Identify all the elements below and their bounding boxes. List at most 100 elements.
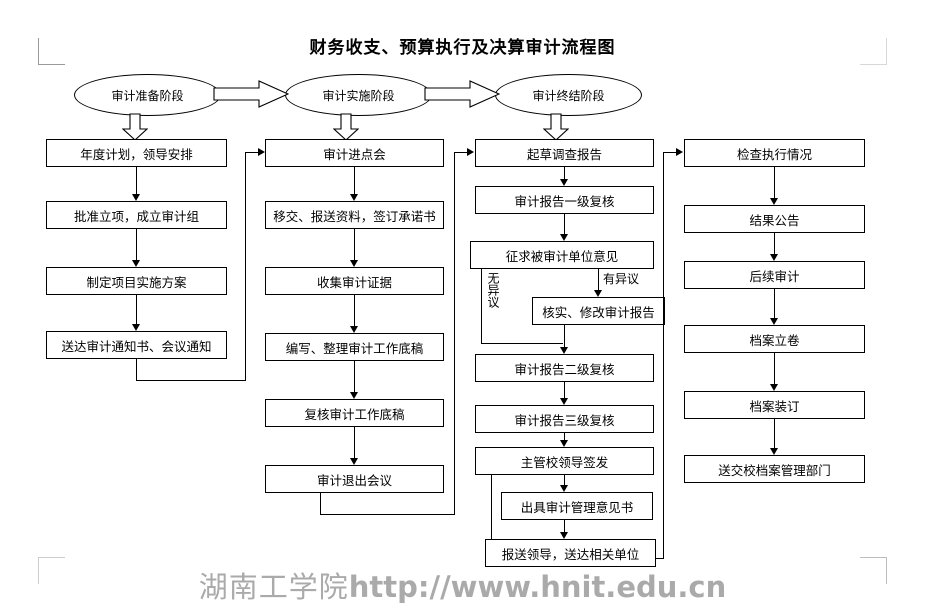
step-write-workpaper: 编写、整理审计工作底稿 bbox=[265, 333, 444, 361]
arrowhead-c3-6 bbox=[560, 532, 568, 539]
block-arrow-implement-down bbox=[332, 113, 360, 145]
arrowhead-c4-5 bbox=[770, 448, 778, 455]
step-review-level2-label: 审计报告二级复核 bbox=[514, 361, 615, 377]
step-verify-revise-label: 核实、修改审计报告 bbox=[542, 304, 655, 320]
page-corner-mark-bottom-right bbox=[860, 557, 887, 584]
arrowhead-c2-to-c3 bbox=[467, 148, 474, 156]
connector-c3-4 bbox=[564, 433, 565, 440]
arrowhead-c3-4 bbox=[560, 440, 568, 447]
block-arrow-conclude-down bbox=[542, 113, 570, 145]
connector-c3-3 bbox=[564, 382, 565, 398]
step-collect-evidence: 收集审计证据 bbox=[265, 267, 444, 295]
edge-label-has-objection: 有异议 bbox=[603, 272, 640, 286]
arrowhead-c4-1 bbox=[770, 198, 778, 205]
step-issue-opinion-label: 出具审计管理意见书 bbox=[520, 499, 634, 515]
step-followup-audit-label: 后续审计 bbox=[749, 268, 800, 284]
step-report-deliver: 报送领导，送达相关单位 bbox=[485, 539, 656, 567]
stage-node-implement: 审计实施阶段 bbox=[285, 74, 432, 116]
arrowhead-c4-2 bbox=[770, 254, 778, 261]
step-publish-result: 结果公告 bbox=[684, 205, 865, 233]
arrowhead-c3-1 bbox=[560, 179, 568, 186]
block-arrow-implement-to-conclude bbox=[424, 80, 501, 112]
step-write-workpaper-label: 编写、整理审计工作底稿 bbox=[285, 340, 424, 356]
step-bind-archive: 档案装订 bbox=[684, 391, 865, 419]
step-draft-report: 起草调查报告 bbox=[475, 139, 654, 167]
arrowhead-c1-2 bbox=[132, 260, 140, 267]
arrowhead-verify-down bbox=[560, 347, 568, 354]
connector-c3-1 bbox=[564, 167, 565, 179]
watermark-institution: 湖南工学院 bbox=[198, 570, 349, 604]
step-annual-plan-label: 年度计划，领导安排 bbox=[80, 146, 193, 162]
step-review-level3-label: 审计报告三级复核 bbox=[514, 412, 615, 428]
watermark: 湖南工学院http://www.hnit.edu.cn bbox=[0, 564, 925, 606]
step-verify-revise: 核实、修改审计报告 bbox=[532, 297, 665, 325]
connector-c3-6 bbox=[564, 520, 565, 532]
step-review-level1-label: 审计报告一级复核 bbox=[514, 193, 615, 209]
page-corner-mark-top-right bbox=[860, 38, 887, 65]
step-send-notice: 送达审计通知书、会议通知 bbox=[46, 331, 227, 359]
connector-c4-3 bbox=[774, 289, 775, 318]
connector-c3-2 bbox=[564, 214, 565, 234]
stage-node-conclude: 审计终结阶段 bbox=[495, 74, 642, 116]
step-solicit-opinion: 征求被审计单位意见 bbox=[470, 241, 654, 269]
step-publish-result-label: 结果公告 bbox=[749, 212, 800, 228]
page-title: 财务收支、预算执行及决算审计流程图 bbox=[309, 38, 616, 58]
connector-c2-to-c3-in bbox=[454, 152, 468, 153]
arrowhead-c2-3 bbox=[350, 326, 358, 333]
step-submit-materials-label: 移交、报送资料，签订承诺书 bbox=[273, 208, 436, 224]
step-make-plan-label: 制定项目实施方案 bbox=[86, 274, 187, 290]
arrowhead-c3-to-c4 bbox=[676, 148, 683, 156]
connector-c4-4 bbox=[774, 353, 775, 384]
connector-c2-3 bbox=[354, 295, 355, 326]
arrowhead-c4-4 bbox=[770, 384, 778, 391]
arrowhead-c2-4 bbox=[350, 392, 358, 399]
step-draft-report-label: 起草调查报告 bbox=[526, 146, 602, 162]
connector-c1-1 bbox=[136, 167, 137, 194]
arrowhead-c1-1 bbox=[132, 194, 140, 201]
step-check-execution: 检查执行情况 bbox=[684, 139, 865, 167]
step-collect-evidence-label: 收集审计证据 bbox=[316, 274, 392, 290]
step-review-level1: 审计报告一级复核 bbox=[475, 186, 654, 214]
arrowhead-c3-3 bbox=[560, 398, 568, 405]
connector-c1-2 bbox=[136, 229, 137, 260]
connector-c1-to-c2-right bbox=[136, 380, 246, 381]
block-arrow-prepare-down bbox=[121, 113, 149, 145]
connector-c2-to-c3-down bbox=[320, 493, 321, 515]
step-leader-sign-label: 主管校领导签发 bbox=[520, 454, 609, 470]
connector-no-objection-down bbox=[481, 269, 482, 343]
step-entry-meeting: 审计进点会 bbox=[265, 139, 444, 167]
connector-c4-2 bbox=[774, 233, 775, 254]
connector-c1-3 bbox=[136, 295, 137, 324]
connector-c2-to-c3-right bbox=[320, 514, 455, 515]
step-make-plan: 制定项目实施方案 bbox=[46, 267, 227, 295]
stage-label-prepare: 审计准备阶段 bbox=[111, 88, 184, 103]
arrowhead-c3-2 bbox=[560, 234, 568, 241]
step-review-workpaper-label: 复核审计工作底稿 bbox=[304, 406, 405, 422]
arrowhead-c1-to-c2 bbox=[258, 148, 265, 156]
step-submit-archive-label: 送交校档案管理部门 bbox=[718, 462, 831, 478]
connector-c1-to-c2-up bbox=[245, 152, 246, 381]
step-approve-setup-label: 批准立项，成立审计组 bbox=[73, 208, 199, 224]
step-send-notice-label: 送达审计通知书、会议通知 bbox=[61, 338, 212, 354]
page-corner-mark-top-left bbox=[38, 38, 65, 65]
step-file-archive: 档案立卷 bbox=[684, 325, 865, 353]
connector-c2-5 bbox=[354, 427, 355, 458]
arrowhead-has-objection bbox=[594, 290, 602, 297]
arrowhead-c2-2 bbox=[350, 260, 358, 267]
step-report-deliver-label: 报送领导，送达相关单位 bbox=[501, 546, 640, 562]
step-file-archive-label: 档案立卷 bbox=[749, 332, 800, 348]
connector-c2-2 bbox=[354, 229, 355, 260]
connector-c4-5 bbox=[774, 419, 775, 448]
arrowhead-c2-5 bbox=[350, 458, 358, 465]
arrowhead-c2-1 bbox=[350, 194, 358, 201]
connector-verify-down bbox=[564, 325, 565, 347]
connector-c1-to-c2-down bbox=[136, 359, 137, 381]
arrowhead-c1-3 bbox=[132, 324, 140, 331]
step-annual-plan: 年度计划，领导安排 bbox=[46, 139, 227, 167]
connector-leader-bypass bbox=[491, 475, 492, 539]
step-approve-setup: 批准立项，成立审计组 bbox=[46, 201, 227, 229]
connector-c2-to-c3-up bbox=[454, 152, 455, 514]
stage-node-prepare: 审计准备阶段 bbox=[74, 74, 221, 116]
connector-c3-to-c4-right bbox=[656, 558, 664, 559]
connector-no-objection-right bbox=[481, 343, 563, 344]
